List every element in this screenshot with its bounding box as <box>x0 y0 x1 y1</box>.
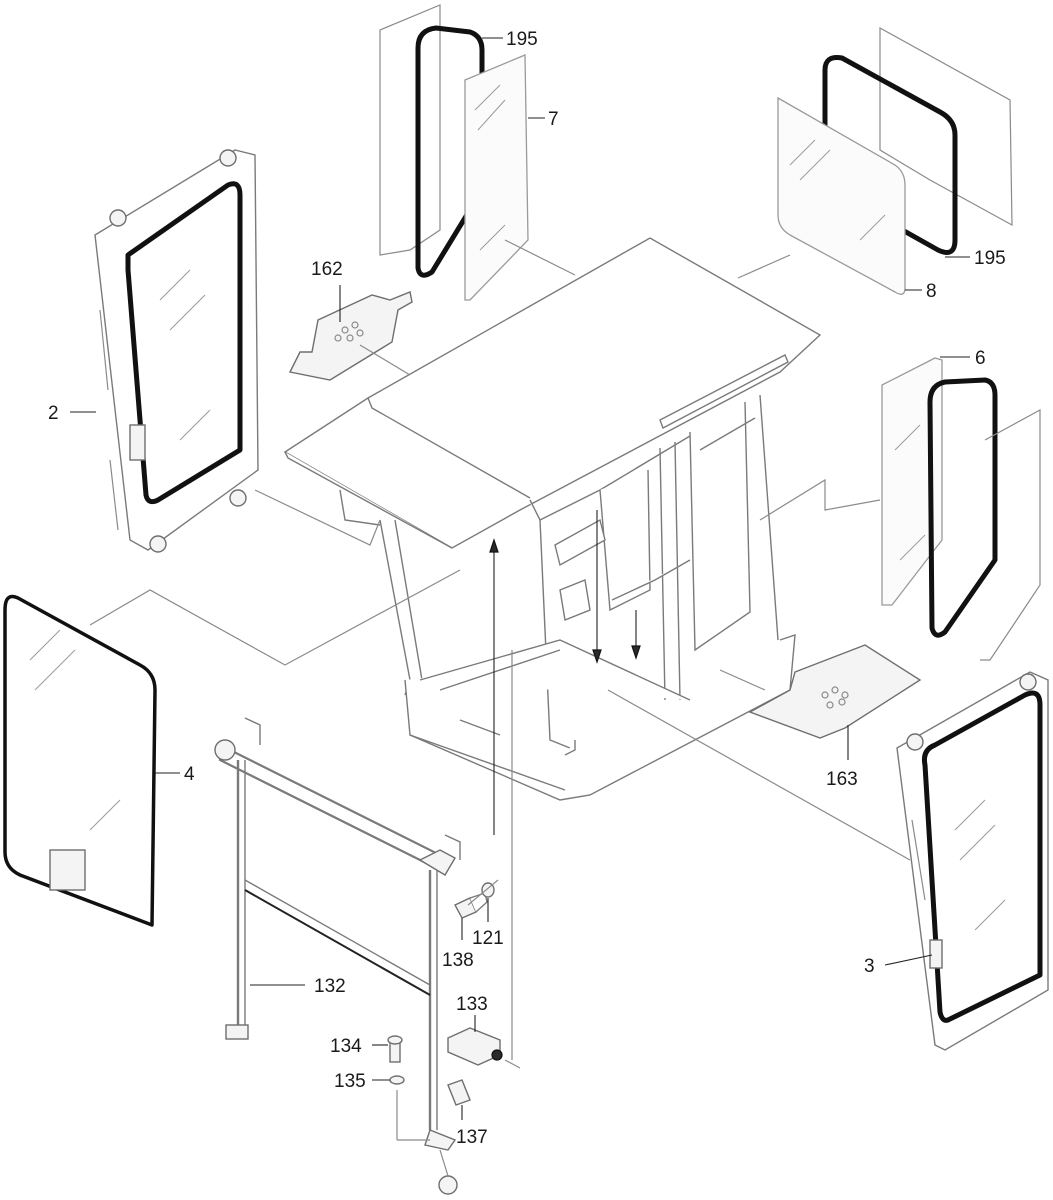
part-163-pad <box>748 644 922 739</box>
window-part-8-assembly <box>777 26 1013 295</box>
callout-137: 137 <box>456 1127 488 1148</box>
callout-8: 8 <box>926 281 937 302</box>
callout-7: 7 <box>548 109 559 130</box>
hardware-parts <box>387 650 521 1141</box>
part-4-side-window <box>3 594 157 927</box>
callout-162: 162 <box>311 259 343 280</box>
callout-4: 4 <box>184 764 195 785</box>
callout-3: 3 <box>864 956 875 977</box>
callout-163: 163 <box>826 769 858 790</box>
window-part-7-assembly <box>379 4 529 301</box>
callout-leaders <box>70 37 970 1120</box>
callout-6: 6 <box>975 348 986 369</box>
callout-195-top: 195 <box>506 29 538 50</box>
assembly-guide-lines <box>89 239 911 906</box>
part-2-left-door <box>94 149 259 553</box>
callout-132: 132 <box>314 976 346 997</box>
part-132-roller-blind <box>214 717 461 1195</box>
part-162-pad <box>288 291 413 381</box>
callout-134: 134 <box>330 1036 362 1057</box>
callout-2: 2 <box>48 403 59 424</box>
cab-body <box>283 237 822 835</box>
callout-121: 121 <box>472 928 504 949</box>
callout-133: 133 <box>456 994 488 1015</box>
callout-135: 135 <box>334 1071 366 1092</box>
callout-195-right: 195 <box>974 248 1006 269</box>
callout-138: 138 <box>442 950 474 971</box>
window-part-6-assembly <box>881 357 1041 661</box>
part-3-right-door <box>896 671 1049 1051</box>
